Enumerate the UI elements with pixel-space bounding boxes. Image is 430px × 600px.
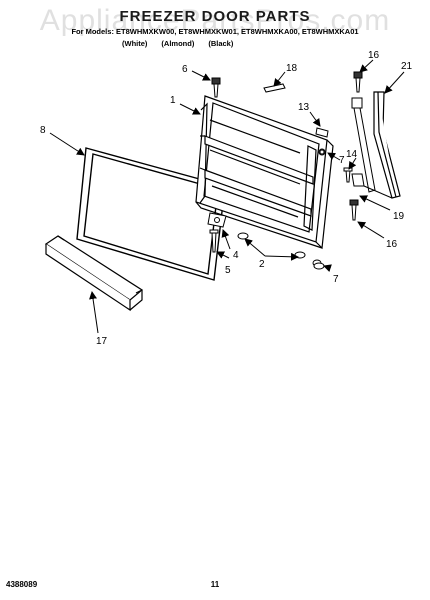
right-screw [319, 149, 325, 155]
callout-1: 1 [170, 95, 176, 106]
document-number: 4388089 [6, 580, 38, 589]
callout-16-bottom: 16 [386, 239, 398, 250]
callout-6: 6 [182, 64, 188, 75]
door-handle [373, 91, 401, 199]
callout-13: 13 [298, 102, 310, 113]
bottom-hinge [207, 212, 227, 228]
callout-7-bottom: 7 [333, 274, 339, 285]
model-list: For Models: ET8WHMXKW00, ET8WHMXKW01, ET… [71, 27, 359, 36]
callout-21: 21 [401, 61, 413, 72]
callout-17: 17 [96, 336, 108, 347]
color-list: (White) (Almond) (Black) [122, 39, 322, 48]
leader-lines [49, 59, 405, 334]
callout-14: 14 [346, 149, 358, 160]
callout-8: 8 [40, 125, 46, 136]
callout-18: 18 [286, 63, 298, 74]
page-title: FREEZER DOOR PARTS [119, 8, 311, 25]
callout-5: 5 [225, 265, 231, 276]
handle-bracket [351, 97, 393, 199]
top-screw [211, 77, 221, 98]
door-shelf-bin [44, 235, 144, 312]
callout-7-right: 7 [339, 155, 345, 166]
color-almond: (Almond) [161, 39, 195, 48]
hinge-screw [209, 229, 219, 253]
watermark: AppliancePartsPros.com [39, 4, 391, 37]
callout-16-top: 16 [368, 50, 380, 61]
callout-4: 4 [233, 250, 239, 261]
bracket-screw [343, 167, 353, 183]
freezer-door [195, 95, 334, 250]
color-white: (White) [122, 39, 148, 48]
handle-top-screw [353, 71, 363, 93]
door-gasket [76, 147, 226, 281]
bottom-plug [313, 262, 325, 270]
handle-bottom-screw [349, 199, 359, 221]
callout-numbers: 1 6 18 8 13 7 14 16 21 19 16 7 4 5 2 17 [40, 50, 413, 347]
callout-2: 2 [259, 259, 265, 270]
page-number: 11 [210, 580, 220, 589]
color-black: (Black) [208, 39, 234, 48]
callout-19: 19 [393, 211, 405, 222]
